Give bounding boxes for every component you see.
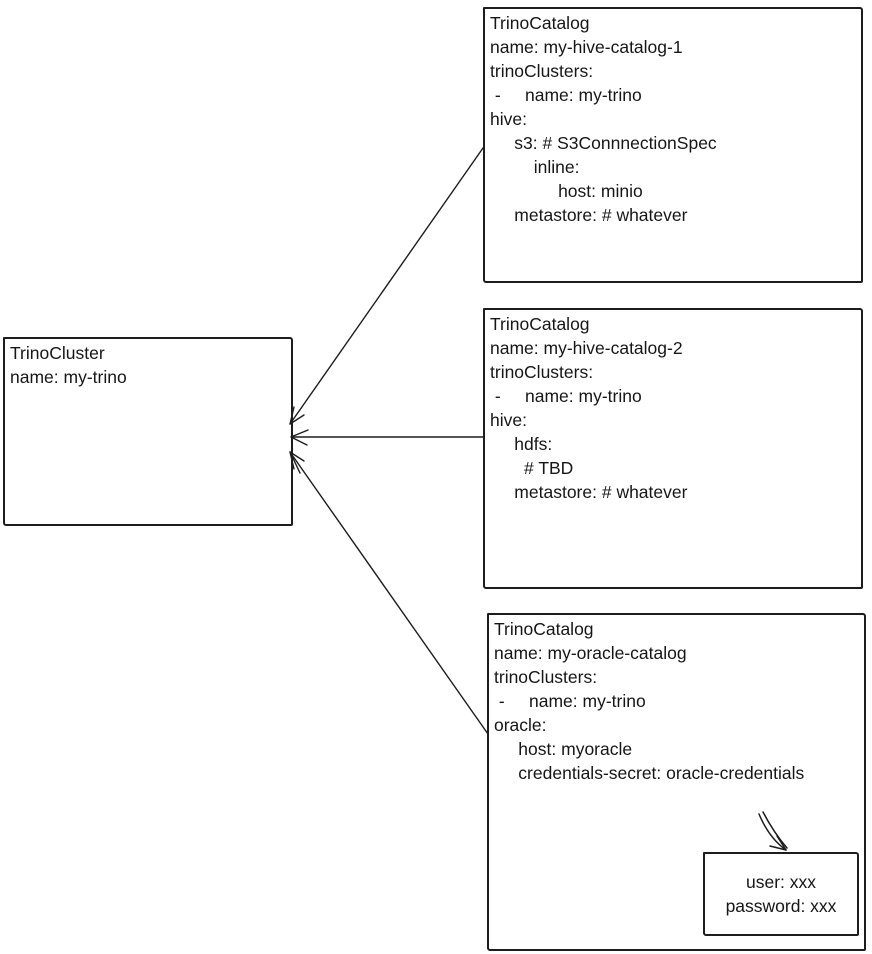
yaml-line: name: my-oracle-catalog (494, 643, 687, 663)
connector-catalog-2-to-cluster (290, 429, 484, 446)
trino-catalog-box-3-text: TrinoCatalog name: my-oracle-catalog trino… (494, 617, 858, 785)
yaml-line: password: xxx (725, 896, 837, 916)
yaml-line: name: my-trino (10, 367, 127, 387)
yaml-line: hdfs: (490, 434, 553, 454)
yaml-line: trinoClusters: (490, 61, 594, 81)
arrowhead-icon (290, 429, 309, 446)
yaml-line: hive: (490, 109, 527, 129)
connector-catalog-1-to-cluster (289, 147, 484, 425)
yaml-line: host: minio (490, 181, 643, 201)
trino-catalog-box-2-text: TrinoCatalog name: my-hive-catalog-2 trino… (490, 312, 855, 504)
yaml-line: TrinoCatalog (494, 619, 594, 639)
yaml-line: credentials-secret: oracle-credentials (494, 763, 805, 783)
yaml-line: - name: my-trino (490, 386, 642, 406)
trino-cluster-box-text: TrinoCluster name: my-trino (10, 341, 285, 389)
trino-cluster-box: TrinoCluster name: my-trino (3, 337, 293, 526)
trino-catalog-box-3: TrinoCatalog name: my-oracle-catalog trino… (487, 613, 866, 951)
yaml-line: - name: my-trino (494, 691, 646, 711)
yaml-line: host: myoracle (494, 739, 633, 759)
yaml-line: TrinoCatalog (490, 13, 590, 33)
trino-catalog-box-1-text: TrinoCatalog name: my-hive-catalog-1 trino… (490, 11, 855, 227)
yaml-line: name: my-hive-catalog-2 (490, 338, 683, 358)
yaml-line: TrinoCatalog (490, 314, 590, 334)
trino-catalog-box-1: TrinoCatalog name: my-hive-catalog-1 trino… (483, 7, 863, 283)
yaml-line: user: xxx (745, 872, 817, 892)
yaml-line: name: my-hive-catalog-1 (490, 37, 683, 57)
yaml-line: metastore: # whatever (490, 482, 688, 502)
yaml-line: TrinoCluster (10, 343, 105, 363)
yaml-line: s3: # S3ConnnectionSpec (490, 133, 717, 153)
oracle-credentials-secret-box: user: xxx password: xxx (703, 852, 859, 936)
yaml-line: metastore: # whatever (490, 205, 688, 225)
yaml-line: trinoClusters: (494, 667, 598, 687)
oracle-credentials-secret-text: user: xxx password: xxx (726, 870, 837, 918)
yaml-line: oracle: (494, 715, 547, 735)
yaml-line: inline: (490, 157, 580, 177)
yaml-line: trinoClusters: (490, 362, 594, 382)
yaml-line: # TBD (490, 458, 574, 478)
yaml-line: - name: my-trino (490, 85, 642, 105)
trino-catalog-box-2: TrinoCatalog name: my-hive-catalog-2 trino… (483, 308, 863, 589)
yaml-line: hive: (490, 410, 527, 430)
connector-catalog-3-to-cluster (289, 451, 489, 735)
